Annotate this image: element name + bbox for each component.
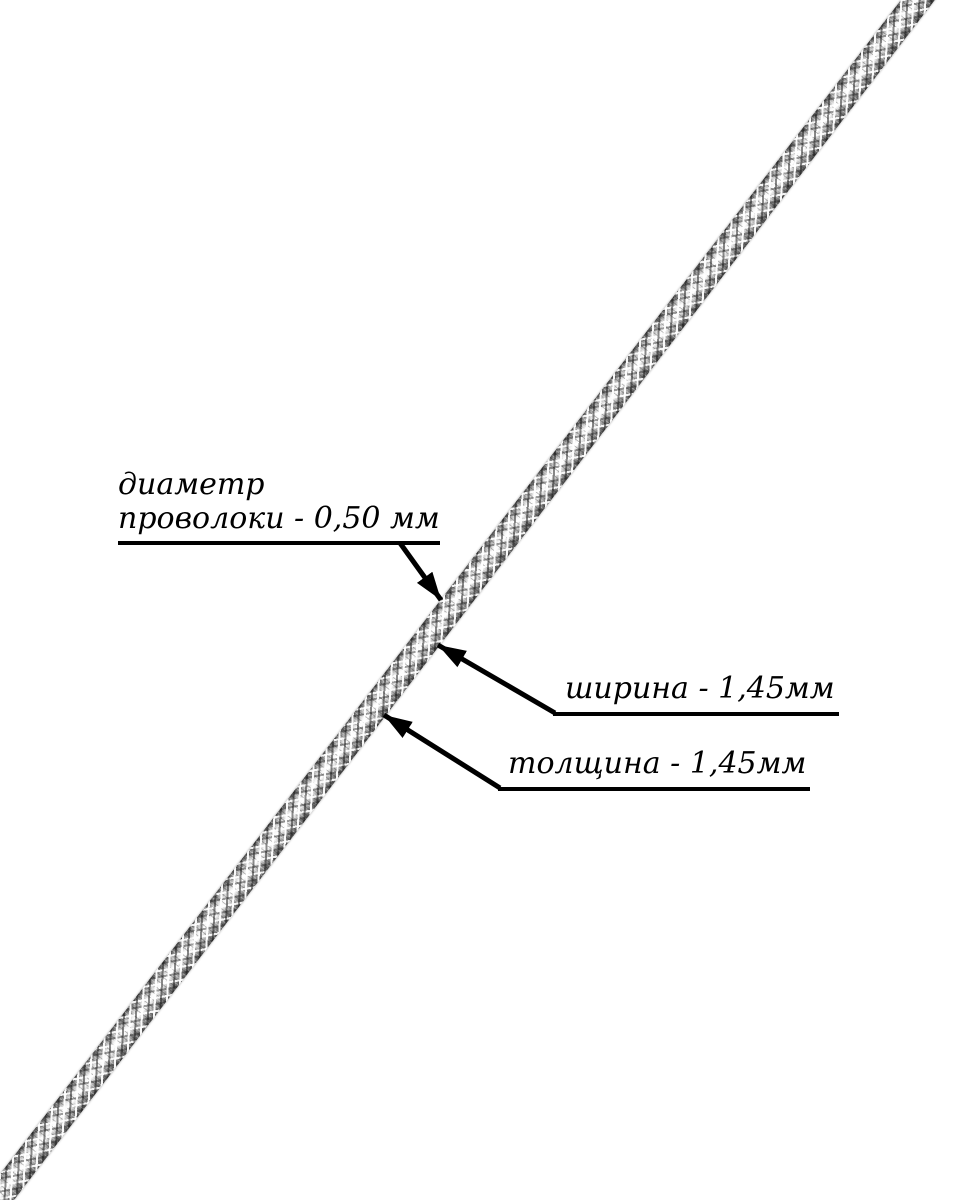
label-width-text: ширина - 1,45мм: [553, 672, 839, 716]
arrow-thickness: [382, 712, 502, 791]
label-wire-diameter-line2: проволоки - 0,50 мм: [118, 501, 440, 546]
label-thickness: толщина - 1,45мм: [498, 747, 811, 791]
arrow-width: [436, 642, 557, 716]
label-thickness-text: толщина - 1,45мм: [498, 747, 811, 791]
label-width: ширина - 1,45мм: [553, 672, 839, 716]
label-wire-diameter-line1: диаметр: [118, 467, 265, 502]
label-wire-diameter: диаметр проволоки - 0,50 мм: [118, 467, 440, 546]
arrow-wire-diameter: [397, 541, 444, 602]
